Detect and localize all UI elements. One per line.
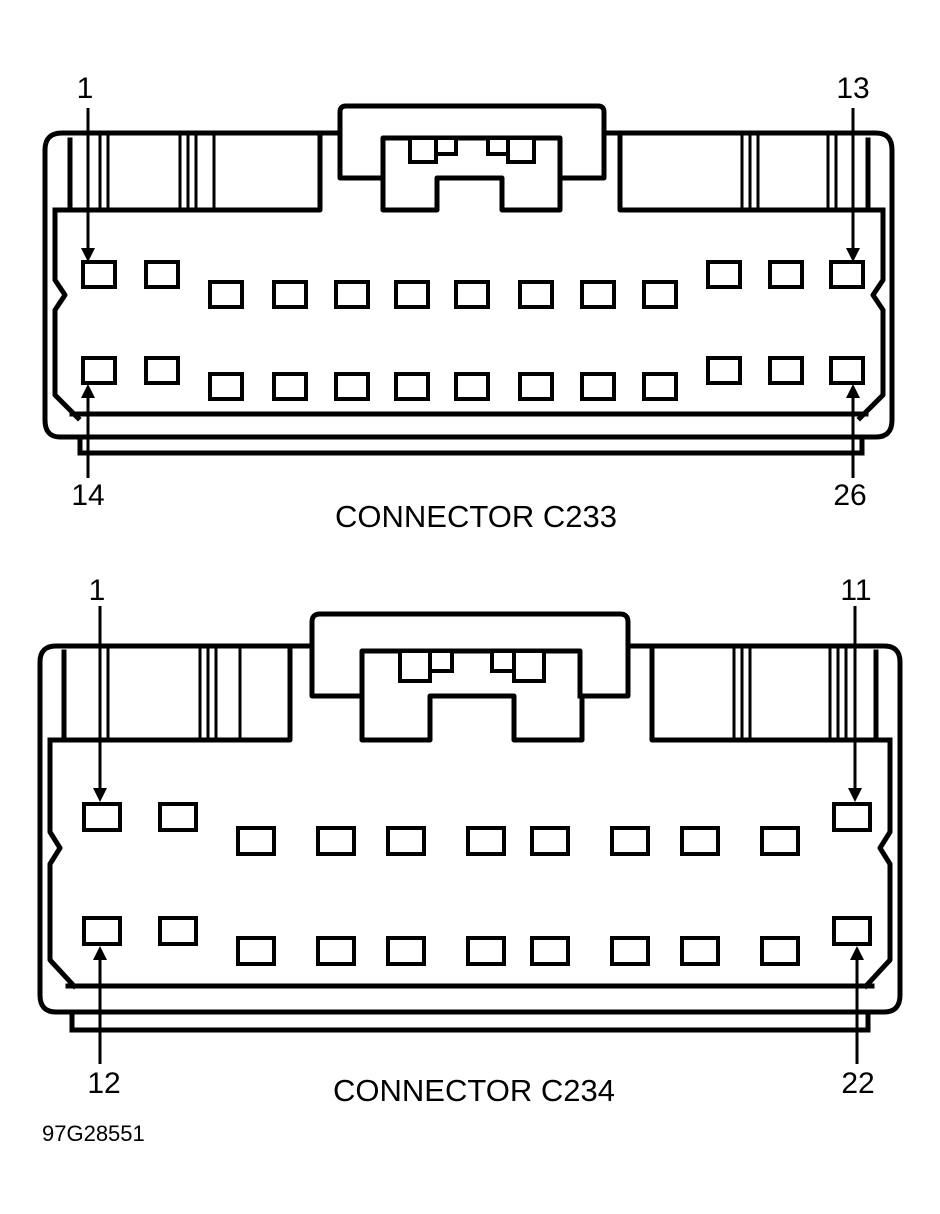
figure-reference: 97G28551 — [42, 1121, 145, 1146]
c233-latch-tab-right — [506, 136, 536, 164]
pin — [208, 372, 244, 401]
pin — [829, 260, 865, 289]
c234-latch — [309, 643, 631, 743]
c234-label-bottom-left: 12 — [87, 1067, 120, 1100]
c234-arrow-bottom-right — [850, 946, 864, 1064]
pin — [610, 826, 650, 856]
connector-c233: 1 13 14 26 CONNECTOR C233 — [42, 72, 895, 534]
pin — [518, 280, 554, 309]
c234-left-wall — [47, 649, 78, 990]
pin — [144, 260, 180, 289]
pin — [394, 280, 430, 309]
c233-label-top-left: 1 — [77, 72, 94, 105]
pin — [642, 280, 678, 309]
pin — [316, 936, 356, 966]
c233-arrow-top-left — [81, 108, 95, 262]
pin — [832, 802, 872, 832]
c233-caption: CONNECTOR C233 — [335, 499, 617, 534]
pin — [580, 372, 616, 401]
pin — [760, 826, 800, 856]
c233-latch-tab-left — [408, 136, 438, 164]
c234-latch-notch-left — [428, 649, 454, 673]
c233-arrow-bottom-left — [81, 384, 95, 478]
pin — [334, 280, 370, 309]
pin — [82, 916, 122, 946]
pin — [706, 356, 742, 385]
c233-ribs — [98, 133, 838, 210]
pin — [466, 826, 506, 856]
pin — [81, 260, 117, 289]
pin — [768, 356, 804, 385]
c233-label-top-right: 13 — [836, 72, 869, 105]
pin — [768, 260, 804, 289]
pin — [706, 260, 742, 289]
pin — [760, 936, 800, 966]
c234-latch-tab-left — [398, 649, 432, 683]
pin — [642, 372, 678, 401]
pin — [81, 356, 117, 385]
c233-label-bottom-right: 26 — [833, 479, 866, 512]
pin — [386, 826, 426, 856]
pin — [272, 372, 308, 401]
pin — [829, 356, 865, 385]
pin — [82, 802, 122, 832]
pin — [680, 936, 720, 966]
c233-arrow-top-right — [846, 108, 860, 262]
c234-arrow-top-left — [93, 606, 107, 802]
c234-latch-tab-right — [512, 649, 546, 683]
c233-arrow-bottom-right — [846, 384, 860, 478]
pin — [316, 826, 356, 856]
c234-pins — [82, 802, 872, 966]
pin — [158, 802, 198, 832]
c234-latch-window — [359, 648, 583, 699]
pin — [580, 280, 616, 309]
c234-face — [47, 643, 893, 743]
c234-caption: CONNECTOR C234 — [333, 1073, 615, 1108]
pin — [610, 936, 650, 966]
connector-c234: 1 11 12 22 CONNECTOR C234 — [37, 574, 903, 1108]
c233-face — [52, 130, 886, 213]
pin — [530, 826, 570, 856]
c234-outer-shell — [37, 611, 903, 1015]
pin — [236, 826, 276, 856]
pin — [454, 280, 490, 309]
pin — [386, 936, 426, 966]
pin — [236, 936, 276, 966]
pin — [158, 916, 198, 946]
c234-latch-notch-right — [490, 649, 516, 673]
c234-arrow-bottom-left — [93, 946, 107, 1064]
c233-latch-notch-left — [434, 136, 458, 156]
c234-label-top-left: 1 — [89, 574, 106, 607]
c234-label-top-right: 11 — [840, 574, 871, 607]
c233-latch-window — [380, 135, 563, 181]
pin — [334, 372, 370, 401]
pin — [530, 936, 570, 966]
c234-label-bottom-right: 22 — [841, 1067, 874, 1100]
pin — [454, 372, 490, 401]
c233-latch — [337, 130, 607, 213]
pin — [518, 372, 554, 401]
pin — [832, 916, 872, 946]
c233-outer-shell — [42, 103, 895, 440]
c233-pins — [81, 260, 865, 401]
c234-arrow-top-right — [848, 606, 862, 802]
c233-left-wall — [52, 137, 82, 422]
c233-label-bottom-left: 14 — [71, 479, 104, 512]
pin — [394, 372, 430, 401]
pin — [272, 280, 308, 309]
pin — [208, 280, 244, 309]
c233-latch-notch-right — [486, 136, 510, 156]
pin — [144, 356, 180, 385]
pin — [466, 936, 506, 966]
c234-ribs — [98, 646, 848, 740]
pin — [680, 826, 720, 856]
